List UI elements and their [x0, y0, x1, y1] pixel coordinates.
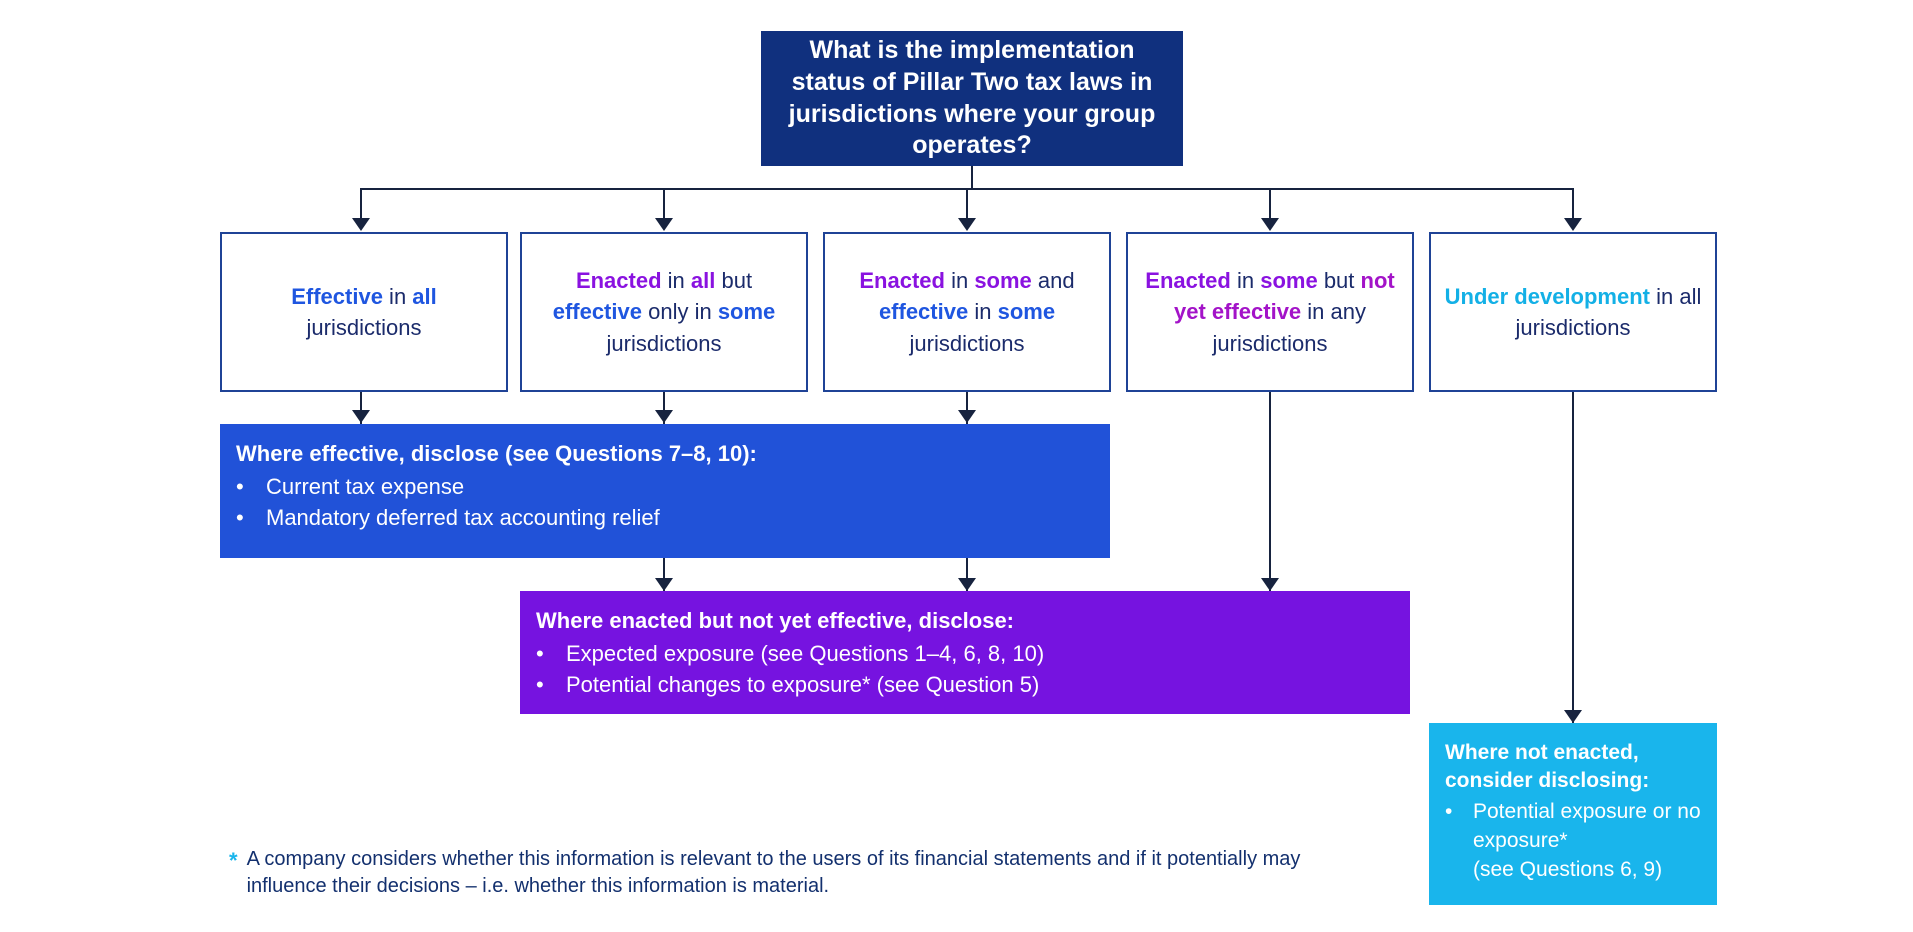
text-span: in: [382, 283, 413, 309]
footnote-text: A company considers whether this informa…: [246, 848, 1301, 897]
text-span: jurisdictions: [306, 315, 422, 340]
connector-opt2-to-blue: [663, 392, 665, 424]
option-box-enacted-all-effective-some[interactable]: Enacted in all but effective only in som…: [520, 232, 808, 392]
text-span: only in: [641, 299, 718, 325]
text-span: some: [717, 299, 776, 325]
connector-blue-to-purple-left: [663, 558, 665, 591]
outcome-2-bullet-2: • Potential changes to exposure* (see Qu…: [536, 670, 1394, 699]
footnote-asterisk-marker: *: [229, 848, 238, 873]
text-span: all: [690, 268, 716, 294]
text-span: Enacted: [575, 268, 662, 294]
option-box-enacted-some-effective-some[interactable]: Enacted in some and effective in some ju…: [823, 232, 1111, 392]
arrowhead-to-option-5: [1564, 218, 1582, 231]
root-question-text: What is the implementation status of Pil…: [788, 36, 1156, 160]
option-box-under-development[interactable]: Under development in all jurisdictions: [1429, 232, 1717, 392]
connector-opt4-to-purple: [1269, 392, 1271, 591]
connector-trunk-vertical: [971, 166, 973, 188]
bullet-dot-icon: •: [1445, 799, 1453, 823]
option-1-text: Effective in all jurisdictions: [234, 281, 494, 343]
arrowhead-blue-to-purple-right: [958, 578, 976, 591]
text-span: some: [974, 268, 1032, 294]
arrowhead-blue-to-purple-left: [655, 578, 673, 591]
connector-drop-5: [1572, 188, 1574, 221]
arrowhead-opt1-to-blue: [352, 410, 370, 423]
outcome-2-title: Where enacted but not yet effective, dis…: [536, 608, 1015, 633]
bullet-dot-icon: •: [536, 671, 544, 697]
arrowhead-to-option-3: [958, 218, 976, 231]
option-5-text: Under development in all jurisdictions: [1443, 281, 1703, 343]
arrowhead-to-option-1: [352, 218, 370, 231]
arrowhead-to-option-4: [1261, 218, 1279, 231]
outcome-3-bullet-1: • Potential exposure or no exposure*(see…: [1445, 798, 1701, 885]
text-span: jurisdictions: [909, 330, 1025, 356]
connector-drop-4: [1269, 188, 1271, 221]
arrowhead-opt2-to-blue: [655, 410, 673, 423]
outcome-2-bullet-1: • Expected exposure (see Questions 1–4, …: [536, 639, 1394, 668]
connector-opt1-to-blue: [360, 392, 362, 424]
option-3-text: Enacted in some and effective in some ju…: [837, 265, 1097, 359]
outcome-3-title: Where not enacted, consider disclosing:: [1445, 741, 1650, 792]
text-span: in: [968, 299, 998, 325]
outcome-1-bullet-2: • Mandatory deferred tax accounting reli…: [236, 503, 1094, 532]
text-span: Under development: [1444, 283, 1650, 309]
outcome-1-title: Where effective, disclose (see Questions…: [236, 441, 757, 466]
outcome-1-bullet-1: • Current tax expense: [236, 472, 1094, 501]
text-span: but: [715, 268, 753, 294]
text-span: in: [944, 268, 975, 294]
arrowhead-opt4-to-purple: [1261, 578, 1279, 591]
bullet-dot-icon: •: [236, 504, 244, 530]
bullet-dot-icon: •: [536, 640, 544, 666]
text-span: some: [1260, 268, 1318, 294]
option-2-text: Enacted in all but effective only in som…: [534, 265, 794, 359]
text-span: and: [1031, 268, 1075, 294]
text-span: Enacted: [1145, 268, 1231, 294]
option-4-text: Enacted in some but not yet effective in…: [1140, 265, 1400, 359]
text-span: in all jurisdictions: [1515, 283, 1702, 340]
text-span: Enacted: [859, 268, 945, 294]
text-span: all: [412, 283, 437, 309]
bullet-dot-icon: •: [236, 473, 244, 499]
connector-blue-to-purple-right: [966, 558, 968, 591]
option-box-enacted-some-not-yet-effective[interactable]: Enacted in some but not yet effective in…: [1126, 232, 1414, 392]
text-span: but: [1317, 268, 1361, 294]
text-span: Effective: [291, 283, 383, 309]
connector-drop-3: [966, 188, 968, 221]
arrowhead-to-option-2: [655, 218, 673, 231]
footnote: * A company considers whether this infor…: [229, 846, 1349, 900]
connector-opt3-to-blue: [966, 392, 968, 424]
outcome-box-where-effective: Where effective, disclose (see Questions…: [220, 424, 1110, 558]
text-span: some: [997, 299, 1056, 325]
text-span: in: [661, 268, 691, 294]
arrowhead-opt3-to-blue: [958, 410, 976, 423]
arrowhead-opt5-to-cyan: [1564, 710, 1582, 723]
text-span: in: [1230, 268, 1261, 294]
text-span: not yet effective: [1173, 268, 1395, 325]
outcome-box-where-enacted-not-effective: Where enacted but not yet effective, dis…: [520, 591, 1410, 714]
connector-drop-2: [663, 188, 665, 221]
text-span: jurisdictions: [606, 330, 722, 356]
root-question-box: What is the implementation status of Pil…: [761, 31, 1183, 166]
connector-drop-1: [360, 188, 362, 221]
option-box-effective-all[interactable]: Effective in all jurisdictions: [220, 232, 508, 392]
text-span: effective: [552, 299, 642, 325]
text-span: effective: [878, 299, 969, 325]
outcome-box-where-not-enacted: Where not enacted, consider disclosing: …: [1429, 723, 1717, 905]
text-span: in any jurisdictions: [1212, 299, 1366, 356]
connector-opt5-to-cyan: [1572, 392, 1574, 723]
